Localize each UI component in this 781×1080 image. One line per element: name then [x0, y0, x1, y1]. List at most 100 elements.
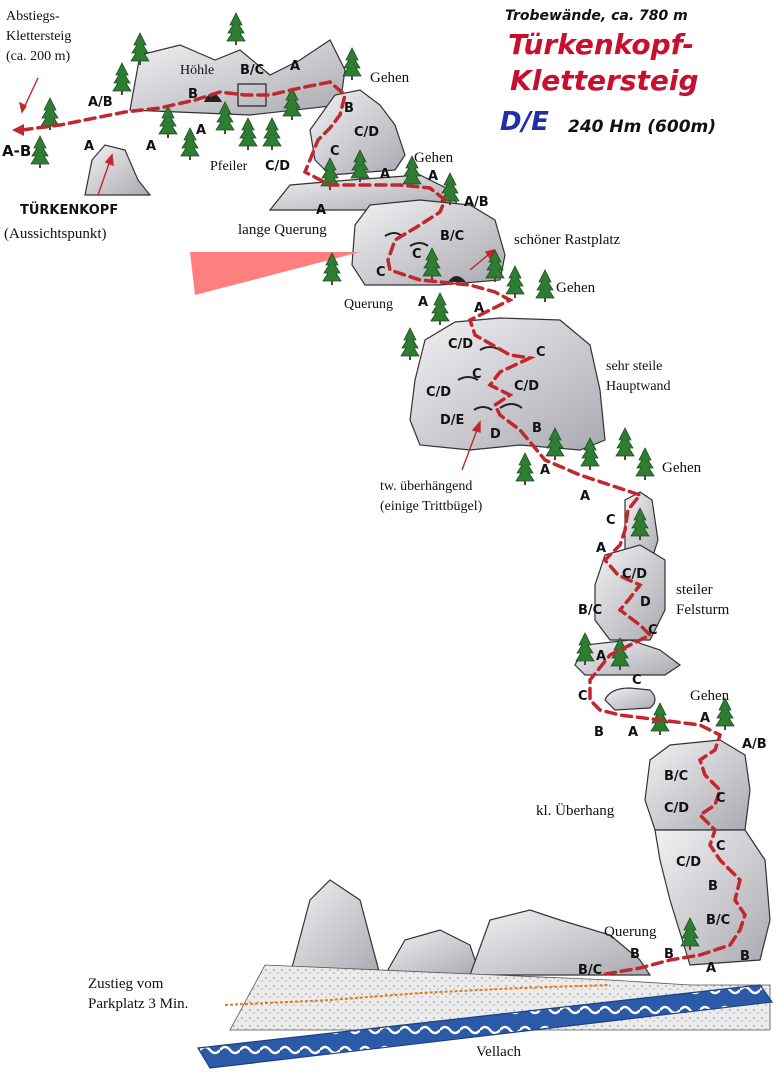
grade-label: A	[628, 725, 638, 740]
zustieg-path	[224, 984, 611, 1006]
label-felsturm-1: steiler	[676, 582, 713, 598]
grade-label: C/D	[354, 125, 379, 140]
label-querung-bottom: Querung	[604, 924, 657, 940]
grade-label: B	[594, 725, 604, 740]
label-exit-grade: A-B	[2, 142, 31, 160]
grade-label: B/C	[706, 913, 730, 928]
grade-label: C	[376, 265, 386, 280]
grade-label: A	[84, 139, 94, 154]
label-ueberhang: kl. Überhang	[536, 802, 615, 819]
grade-label: D/E	[440, 413, 464, 428]
grade-label: A	[146, 139, 156, 154]
grade-label: B/C	[578, 963, 602, 978]
grade-label: C	[716, 791, 726, 806]
label-hauptwand-2: Hauptwand	[606, 379, 671, 394]
header-location: Trobewände, ca. 780 m	[505, 8, 688, 24]
rock-ueberhang	[644, 739, 751, 831]
grade-label: C	[716, 839, 726, 854]
grade-label: B/C	[578, 603, 602, 618]
river-vellach	[197, 984, 774, 1069]
grade-label: C/D	[426, 385, 451, 400]
grade-label: C	[632, 673, 642, 688]
grade-label: A	[196, 123, 206, 138]
grade-label: D	[490, 427, 501, 442]
label-felsturm-2: Felsturm	[676, 602, 730, 618]
label-hauptwand-1: sehr steile	[606, 359, 662, 374]
label-querung-top: Querung	[344, 297, 393, 312]
grade-label: B/C	[440, 229, 464, 244]
label-rastplatz: schöner Rastplatz	[514, 232, 621, 248]
rock-boulder	[604, 687, 656, 711]
grade-label: C	[330, 144, 340, 159]
grade-label: A	[380, 167, 390, 182]
label-gehen-1: Gehen	[370, 70, 410, 86]
grade-label: C	[412, 247, 422, 262]
grade-label: A	[596, 649, 606, 664]
cave-icon	[204, 93, 523, 411]
label-gehen-2: Gehen	[414, 150, 454, 166]
grade-label: A	[316, 203, 326, 218]
grade-label: B	[188, 87, 198, 102]
label-ueberhaengend-2: (einige Trittbügel)	[380, 499, 483, 514]
label-hoehle: Höhle	[180, 63, 214, 78]
grade-label: A	[540, 463, 550, 478]
header-title-1: Türkenkopf-	[508, 28, 694, 61]
rock-pfeiler	[309, 89, 406, 176]
label-lange-querung: lange Querung	[238, 222, 327, 238]
grade-label: B/C	[240, 63, 264, 78]
grade-label: C	[648, 623, 658, 638]
grade-label: A	[428, 169, 438, 184]
grade-label: B	[664, 947, 674, 962]
label-abstieg-2: Klettersteig	[6, 29, 71, 44]
label-pfeiler: Pfeiler	[210, 159, 248, 174]
rock-hauptwand	[409, 317, 606, 451]
rock-base-mid	[383, 929, 481, 976]
grade-label: A/B	[464, 195, 489, 210]
grade-label: C/D	[514, 379, 539, 394]
label-aussicht: (Aussichtspunkt)	[4, 226, 107, 242]
grade-label: A	[700, 711, 710, 726]
grade-label: C/D	[676, 855, 701, 870]
grade-label: B	[532, 421, 542, 436]
header-stats: 240 Hm (600m)	[568, 117, 716, 137]
rock-tuerkenkopf	[84, 144, 152, 196]
grade-label: C/D	[265, 159, 290, 174]
label-zustieg-2: Parkplatz 3 Min.	[88, 996, 188, 1012]
grade-label: B	[344, 101, 354, 116]
grade-label: B	[630, 947, 640, 962]
grade-label: A	[418, 295, 428, 310]
grade-label: B	[740, 949, 750, 964]
grade-label: C	[606, 513, 616, 528]
grade-label: A/B	[742, 737, 767, 752]
grade-label: C/D	[622, 567, 647, 582]
grade-label: C	[578, 689, 588, 704]
grade-label: A	[706, 961, 716, 976]
label-abstieg-3: (ca. 200 m)	[6, 49, 70, 64]
route-line	[20, 80, 747, 977]
grade-label: C	[536, 345, 546, 360]
topo-labels: Abstiegs- Klettersteig (ca. 200 m) A-B H…	[2, 9, 730, 1060]
label-gehen-4: Gehen	[662, 460, 702, 476]
grade-label: A	[580, 489, 590, 504]
grade-label: D	[640, 595, 651, 610]
grade-label: A	[474, 301, 484, 316]
label-abstieg-1: Abstiegs-	[6, 9, 60, 24]
grade-label: C	[472, 367, 482, 382]
grade-label: B	[708, 879, 718, 894]
label-gehen-3: Gehen	[556, 280, 596, 296]
header-difficulty: D/E	[500, 107, 549, 137]
exit-arrow-icon	[12, 124, 24, 136]
rock-base-left	[289, 879, 381, 976]
label-ueberhaengend-1: tw. überhängend	[380, 479, 472, 494]
label-gehen-5: Gehen	[690, 688, 730, 704]
label-river: Vellach	[476, 1044, 521, 1060]
grade-label: C/D	[448, 337, 473, 352]
grade-label: A/B	[88, 95, 113, 110]
rock-base-right	[469, 909, 652, 976]
view-wedge	[190, 252, 360, 295]
label-tuerkenkopf: TÜRKENKOPF	[20, 202, 118, 218]
label-zustieg-1: Zustieg vom	[88, 976, 164, 992]
grade-label: B/C	[664, 769, 688, 784]
grade-label: C/D	[664, 801, 689, 816]
